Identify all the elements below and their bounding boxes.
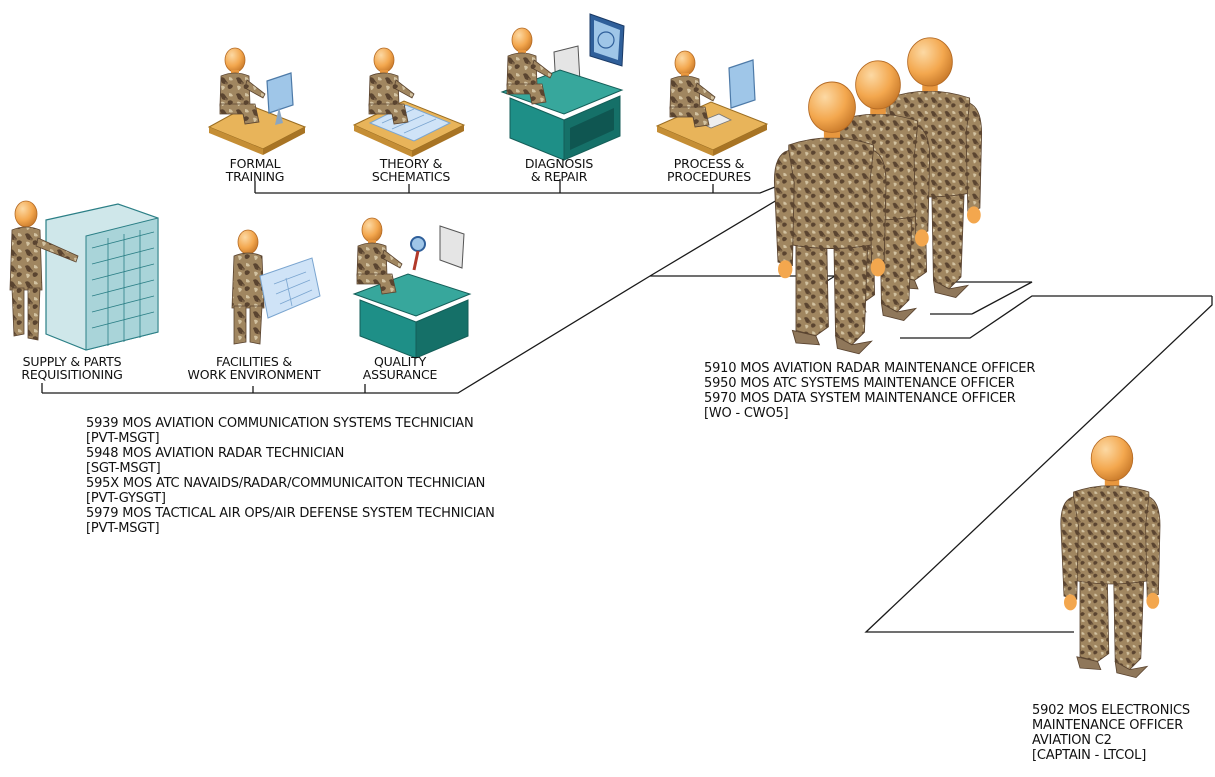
warrant-connector [900, 281, 1212, 339]
connector-lines [41, 179, 1213, 633]
inspector-with-magnifier-icon [352, 217, 472, 359]
person-holding-floor-plan-icon [231, 229, 321, 345]
technician-reading-schematic-icon [352, 47, 466, 157]
technician-at-test-console-icon [500, 13, 625, 161]
top-row-bracket [254, 179, 791, 194]
label-process-procedures: PROCESS &PROCEDURES [667, 156, 751, 184]
trainee-at-computer-desk-icon [207, 47, 307, 155]
label-theory-schematics: THEORY &SCHEMATICS [371, 156, 451, 184]
label-diagnosis-repair: DIAGNOSIS& REPAIR [524, 156, 594, 184]
enlisted-mos-list: 5939 MOS AVIATION COMMUNICATION SYSTEMS … [86, 416, 495, 536]
warrant-to-officer-line [864, 296, 1213, 633]
warrant-mos-list: 5910 MOS AVIATION RADAR MAINTENANCE OFFI… [704, 361, 1036, 421]
bottom-row-bracket [41, 196, 783, 394]
officer-mos-list: 5902 MOS ELECTRONICS MAINTENANCE OFFICER… [1032, 703, 1190, 763]
officer-icon [1060, 435, 1161, 678]
warrant-officer-group-icon [773, 37, 983, 355]
label-facilities-work: FACILITIES &WORK ENVIRONMENT [187, 354, 321, 382]
technician-at-workstation-icon [655, 50, 769, 156]
parts-cabinet-clerk-icon [9, 200, 159, 351]
